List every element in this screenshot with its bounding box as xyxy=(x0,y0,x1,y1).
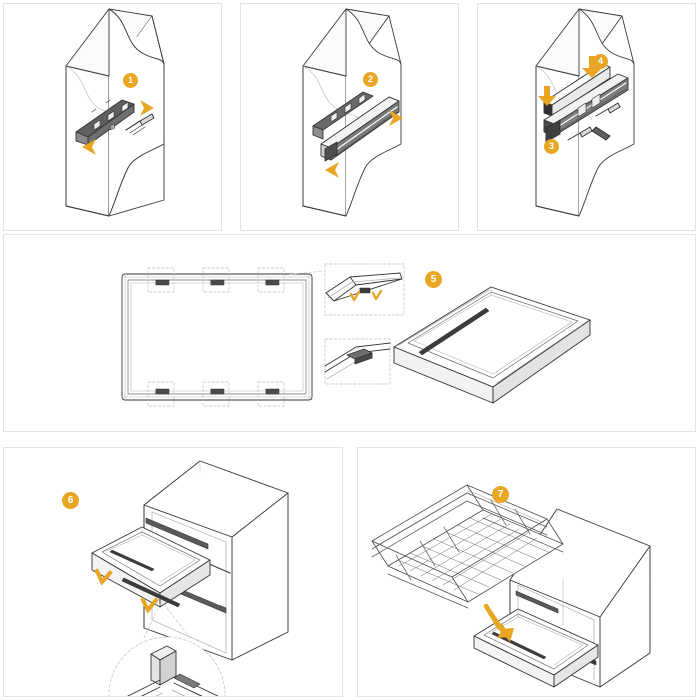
step-badge-3: 3 xyxy=(544,139,559,154)
panel-2-artwork xyxy=(241,4,458,230)
step-panel-6: 6 xyxy=(3,447,343,697)
frame-clip xyxy=(155,279,280,395)
step-badge-5: 5 xyxy=(425,271,442,288)
corner-detail-magnifier xyxy=(108,603,226,696)
step-panel-1: 1 xyxy=(3,3,222,231)
lower-slide-rail xyxy=(543,73,629,143)
pullout-frame xyxy=(91,526,211,608)
detail-inset-clip-detail xyxy=(324,338,391,385)
clip-callout-box xyxy=(147,267,285,407)
assembly-arrow xyxy=(94,568,159,614)
step-panel-5: 5 xyxy=(3,234,696,432)
cabinet-carcass xyxy=(143,460,289,661)
screw-fastener xyxy=(109,113,155,136)
assembly-arrow xyxy=(325,110,403,178)
panel-3-artwork xyxy=(478,4,695,230)
step-badge-7: 7 xyxy=(492,486,509,503)
mounting-bracket xyxy=(75,99,135,146)
assembly-arrow xyxy=(538,56,602,106)
drawer-slide-rail xyxy=(320,96,400,162)
step-panel-7: 7 xyxy=(357,447,696,697)
screw-fastener xyxy=(567,102,621,141)
step-badge-1: 1 xyxy=(123,73,138,88)
step-panel-3: 4 3 xyxy=(477,3,696,231)
panel-1-artwork xyxy=(4,4,221,230)
check-mark xyxy=(349,289,383,302)
assembly-arrow xyxy=(82,100,154,155)
panel-7-artwork xyxy=(358,448,695,696)
mounting-bracket xyxy=(312,91,374,140)
step-badge-4: 4 xyxy=(593,54,608,69)
panel-5-artwork xyxy=(4,235,695,431)
step-panel-2: 2 xyxy=(240,3,459,231)
wire-basket xyxy=(371,484,564,609)
isometric-frame xyxy=(393,286,591,404)
cabinet-side-panel xyxy=(302,8,402,217)
step-badge-6: 6 xyxy=(62,492,79,509)
panel-6-artwork xyxy=(4,448,342,696)
step-badge-2: 2 xyxy=(363,72,378,87)
detail-inset-clip-engage xyxy=(324,263,405,316)
frame-top-view xyxy=(121,267,325,407)
